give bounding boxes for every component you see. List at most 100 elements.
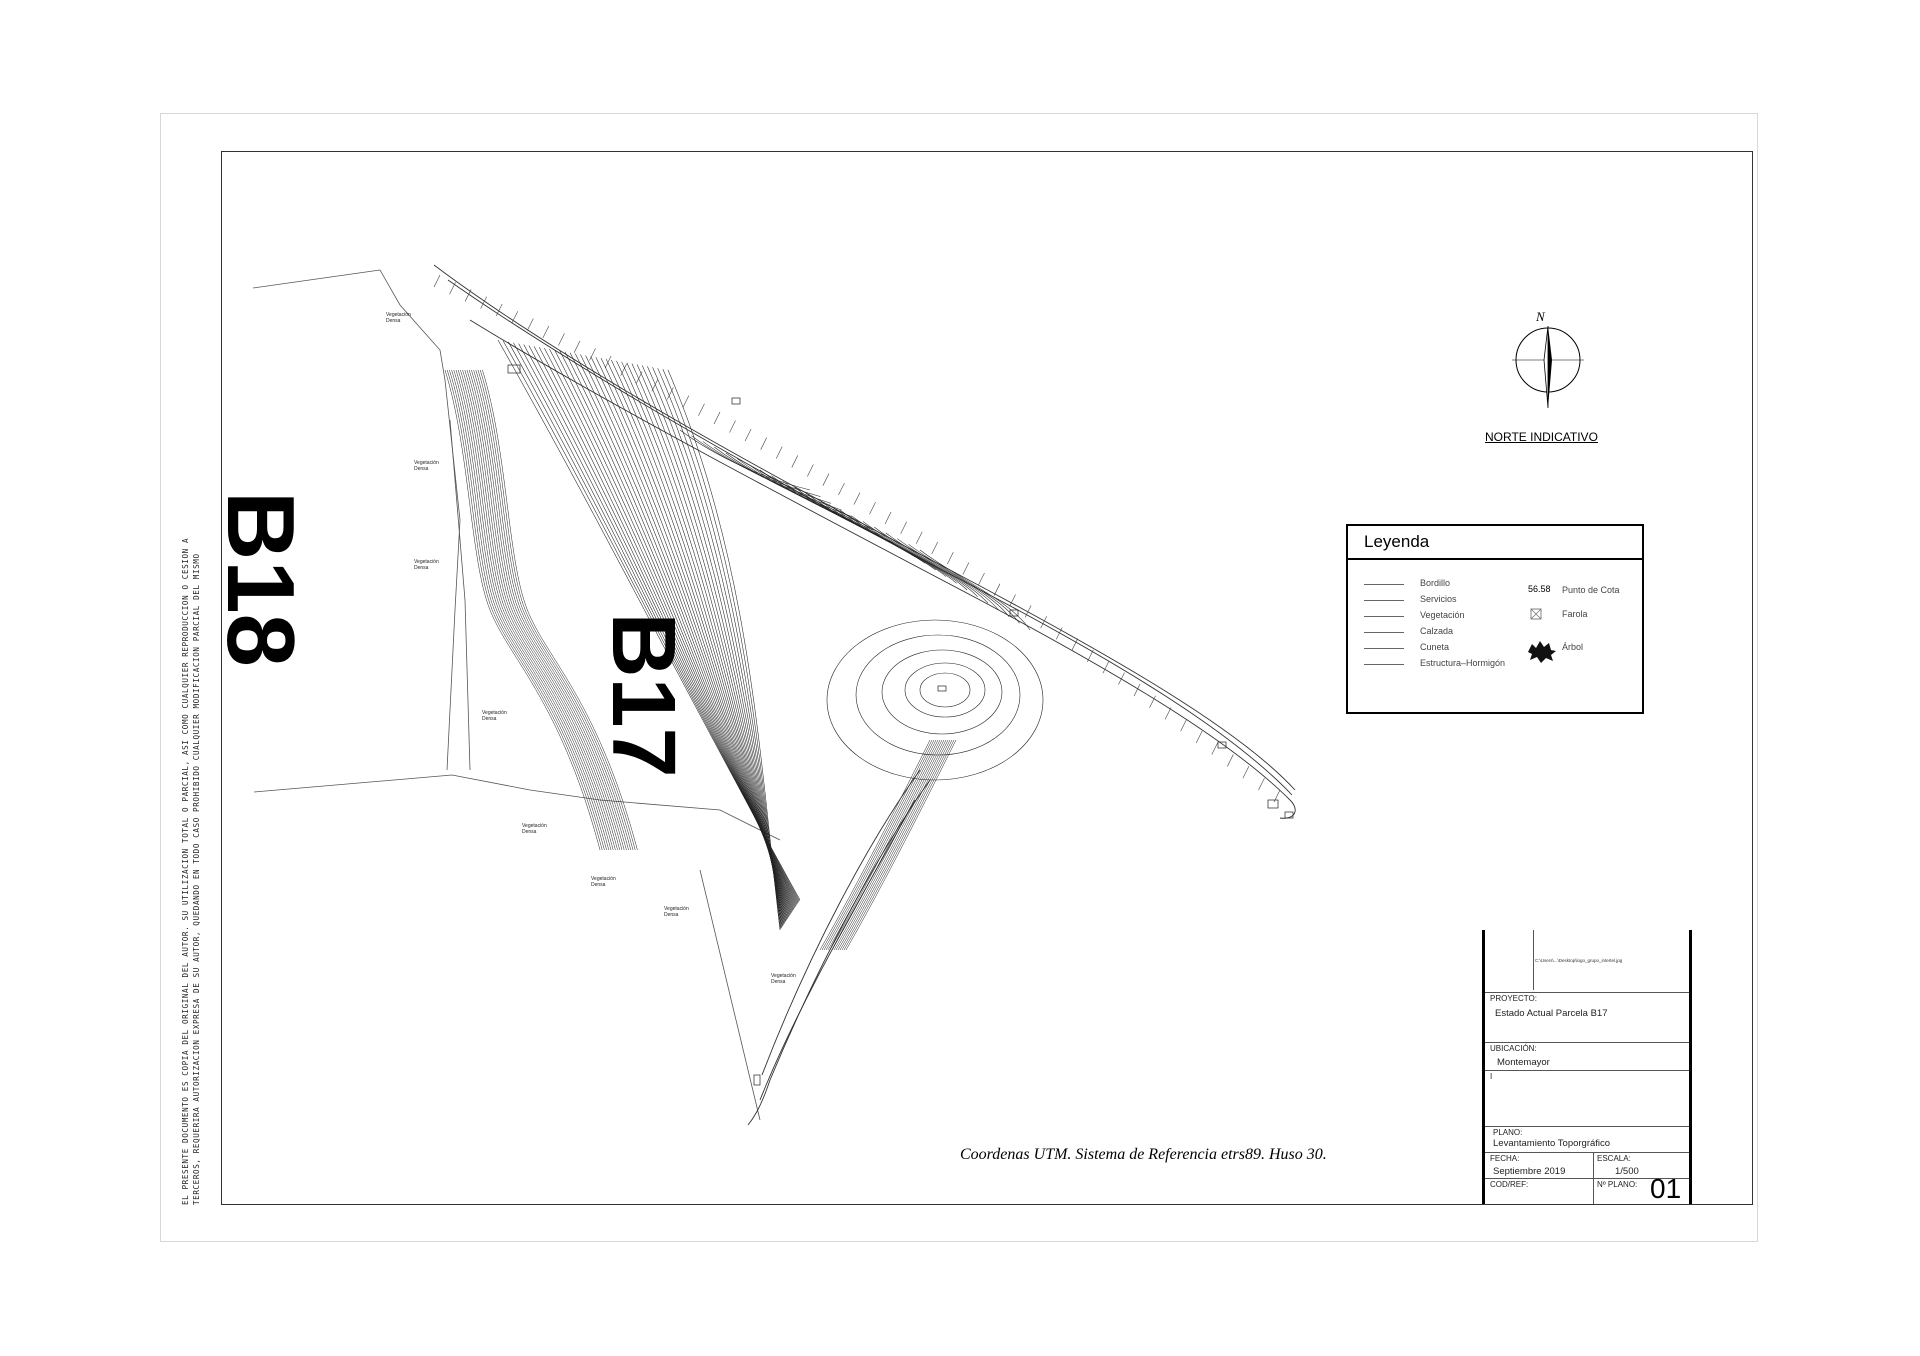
- parcel-label-b18: B18: [207, 490, 314, 668]
- legend-line-sample: [1364, 616, 1404, 617]
- hatch-tick: [838, 482, 845, 496]
- hatch-tick: [1102, 661, 1110, 674]
- hatch-tick: [558, 333, 565, 346]
- project-label: PROYECTO:: [1490, 994, 1537, 1003]
- hatch-tick: [667, 387, 674, 400]
- hatch-tick: [775, 446, 783, 459]
- legend-item: Calzada: [1420, 626, 1454, 636]
- legend-line-sample: [1364, 632, 1404, 633]
- hatch-tick: [1024, 605, 1032, 618]
- contour-line: [851, 515, 968, 591]
- contour-line: [908, 544, 1020, 624]
- tree-icon: [1528, 641, 1556, 663]
- legend-symbol-label: Árbol: [1562, 642, 1584, 652]
- hatch-tick: [480, 296, 487, 309]
- hatch-tick: [542, 325, 550, 339]
- slope-line: [453, 369, 610, 851]
- slope-line: [466, 369, 623, 851]
- title-block-rule: [1485, 1042, 1689, 1043]
- title-block-rule: [1485, 1152, 1689, 1153]
- slope-line: [471, 369, 627, 851]
- slope-line: [464, 369, 621, 851]
- title-block-rule: [1485, 1070, 1689, 1071]
- hatch-tick: [464, 289, 472, 302]
- hatch-tick: [527, 318, 534, 331]
- hatch-tick: [433, 274, 441, 288]
- hatch-tick: [620, 363, 627, 376]
- slope-line: [477, 369, 634, 851]
- hatch-tick: [1180, 718, 1187, 732]
- slope-line: [825, 739, 937, 951]
- coordinate-system-note: Coordenas UTM. Sistema de Referencia etr…: [960, 1146, 1327, 1163]
- slope-line: [819, 739, 931, 951]
- hatch-tick: [495, 303, 503, 317]
- slope-line: [839, 739, 951, 951]
- hatch-tick: [1211, 742, 1219, 755]
- structures: [507, 364, 1294, 1086]
- slope-line: [455, 369, 612, 851]
- project-value: Estado Actual Parcela B17: [1495, 1008, 1608, 1019]
- hatch-tick: [1009, 594, 1016, 607]
- hatch-tick: [449, 282, 456, 295]
- hatch-tick: [822, 473, 830, 486]
- contour-line: [839, 509, 957, 584]
- legend-line-sample: [1364, 584, 1404, 585]
- slope-line: [460, 369, 616, 851]
- slope-line: [475, 369, 632, 851]
- hatch-tick: [931, 541, 939, 554]
- slope-line: [482, 369, 638, 851]
- north-letter: N: [1536, 309, 1545, 324]
- elevation-point-symbol: 56.58: [1528, 584, 1551, 594]
- embankment-band: [819, 739, 957, 951]
- legend-item: Bordillo: [1420, 578, 1451, 588]
- slope-line: [831, 739, 943, 951]
- date-label: FECHA:: [1490, 1154, 1520, 1163]
- slope-line: [444, 369, 601, 851]
- hatch-tick: [915, 531, 923, 544]
- drawing-frame: [221, 151, 1753, 1205]
- slope-line: [835, 739, 947, 951]
- contour-line: [828, 504, 947, 577]
- legend-item: Cuneta: [1420, 642, 1450, 652]
- hatch-tick: [900, 521, 907, 534]
- hatch-tick: [1133, 684, 1141, 697]
- legend-line-sample: [1364, 600, 1404, 601]
- slope-line: [446, 369, 603, 851]
- sheet-outer-frame: [160, 113, 1758, 1242]
- hill-contours: [826, 619, 1044, 781]
- hatch-tick: [682, 395, 690, 408]
- legend-symbol-label: Farola: [1562, 609, 1588, 619]
- slope-line: [462, 369, 618, 851]
- title-block-rule: [1485, 1178, 1689, 1179]
- plan-number-label: Nº PLANO:: [1597, 1180, 1638, 1189]
- legend-line-sample: [1364, 648, 1404, 649]
- contour-line: [816, 498, 936, 571]
- slope-line: [841, 739, 953, 951]
- hatch-tick: [511, 311, 519, 324]
- contour-line: [667, 369, 781, 931]
- steep-slope-band: [444, 369, 638, 851]
- slope-hatching: [433, 274, 1281, 803]
- contour-line: [885, 532, 999, 611]
- hatch-tick: [1149, 695, 1156, 708]
- hatch-tick: [1118, 672, 1125, 685]
- contour-lines: [497, 339, 1031, 931]
- north-arrow-icon: [1512, 325, 1584, 409]
- hatch-tick: [791, 455, 799, 468]
- hatch-tick: [869, 501, 876, 515]
- hatch-tick: [573, 340, 581, 353]
- slope-line: [821, 739, 933, 951]
- legend-symbol-label: Punto de Cota: [1562, 585, 1620, 595]
- legend-line-sample: [1364, 664, 1404, 665]
- hatch-tick: [853, 492, 861, 505]
- hatch-tick: [1195, 730, 1203, 743]
- legend-title: Leyenda: [1348, 526, 1642, 560]
- parcel-label-b17: B17: [593, 612, 693, 778]
- slope-line: [473, 369, 629, 851]
